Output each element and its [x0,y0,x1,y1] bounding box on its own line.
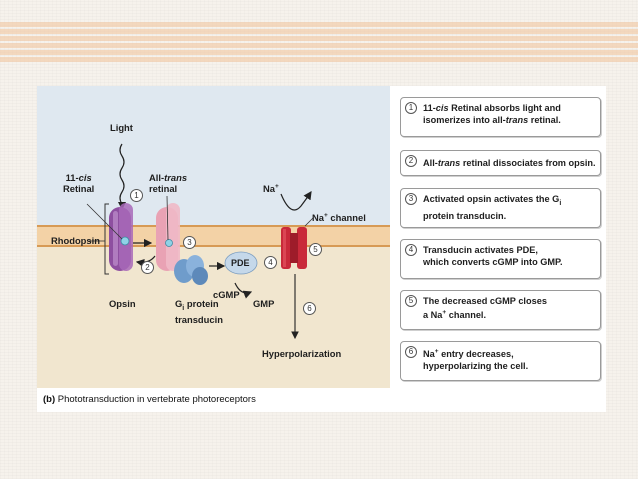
figure-panel: Light 11-cis Retinal All-trans retinal R… [37,86,606,412]
step-number: 2 [405,155,417,167]
na-ion-label: Na+ [263,183,279,195]
pde-label: PDE [231,258,250,268]
step-marker-3: 3 [183,236,196,249]
step-box-3: 3 Activated opsin activates the Gi prote… [400,188,601,228]
hyperpolarization-label: Hyperpolarization [262,348,342,359]
cis-retinal-label: 11-cis Retinal [63,172,95,194]
step-box-5: 5 The decreased cGMP closes a Na+ channe… [400,290,601,330]
step-marker-6: 6 [303,302,316,315]
cgmp-label: cGMP [213,289,240,300]
na-channel [281,227,307,269]
cgmp-to-gmp-arrow [234,282,253,299]
transducin-protein [174,255,208,285]
step-marker-5: 5 [309,243,322,256]
opsin-label: Opsin [109,298,136,309]
decorative-stripe [0,22,638,27]
cis-retinal-pointer [86,203,123,240]
step-text: Activated opsin activates the Gi protein… [423,194,562,221]
step-box-4: 4 Transducin activates PDE, which conver… [400,239,601,279]
cytoplasm-region [37,244,390,388]
step-number: 3 [405,193,417,205]
gi-protein-transducin-label: Gi protein transducin [175,298,223,325]
step-box-6: 6 Na+ entry decreases, hyperpolarizing t… [400,341,601,381]
all-trans-opsin-protein [156,203,180,271]
na-entry-arrow [280,191,312,211]
decorative-stripe [0,57,638,62]
figure-caption: (b) Phototransduction in vertebrate phot… [43,394,256,405]
decorative-stripe [0,29,638,34]
phototransduction-scene: Light 11-cis Retinal All-trans retinal R… [37,86,390,388]
decorative-stripe [0,50,638,55]
trans-retinal-pointer [166,195,169,241]
light-label: Light [110,122,133,133]
step-marker-1: 1 [130,189,143,202]
step-box-2: 2 All-trans retinal dissociates from ops… [400,150,601,176]
step-number: 6 [405,346,417,358]
step-text: The decreased cGMP closes a Na+ channel. [423,296,547,321]
step-number: 1 [405,102,417,114]
phototransduction-diagram [86,143,314,340]
step-number: 4 [405,244,417,256]
decorative-stripe [0,43,638,48]
light-ray [119,143,125,205]
gmp-label: GMP [253,298,275,309]
na-channel-label: Na+ channel [312,212,366,224]
step-text: 11-cis Retinal absorbs light and isomeri… [423,103,561,125]
step-number: 5 [405,295,417,307]
opsin-protein [109,203,133,271]
step-box-1: 1 11-cis Retinal absorbs light and isome… [400,97,601,137]
pde-enzyme [224,251,258,275]
all-trans-retinal-label: All-trans retinal [149,172,188,194]
step-marker-4: 4 [264,256,277,269]
rhodopsin-label: Rhodopsin [51,235,100,246]
na-channel-pointer [304,217,314,227]
step-text: All-trans retinal dissociates from opsin… [423,158,596,168]
decorative-stripe [0,36,638,41]
rhodopsin-bracket [104,203,109,275]
step-text: Transducin activates PDE, which converts… [423,245,563,267]
step-text: Na+ entry decreases, hyperpolarizing the… [423,348,529,372]
step-marker-2: 2 [141,261,154,274]
